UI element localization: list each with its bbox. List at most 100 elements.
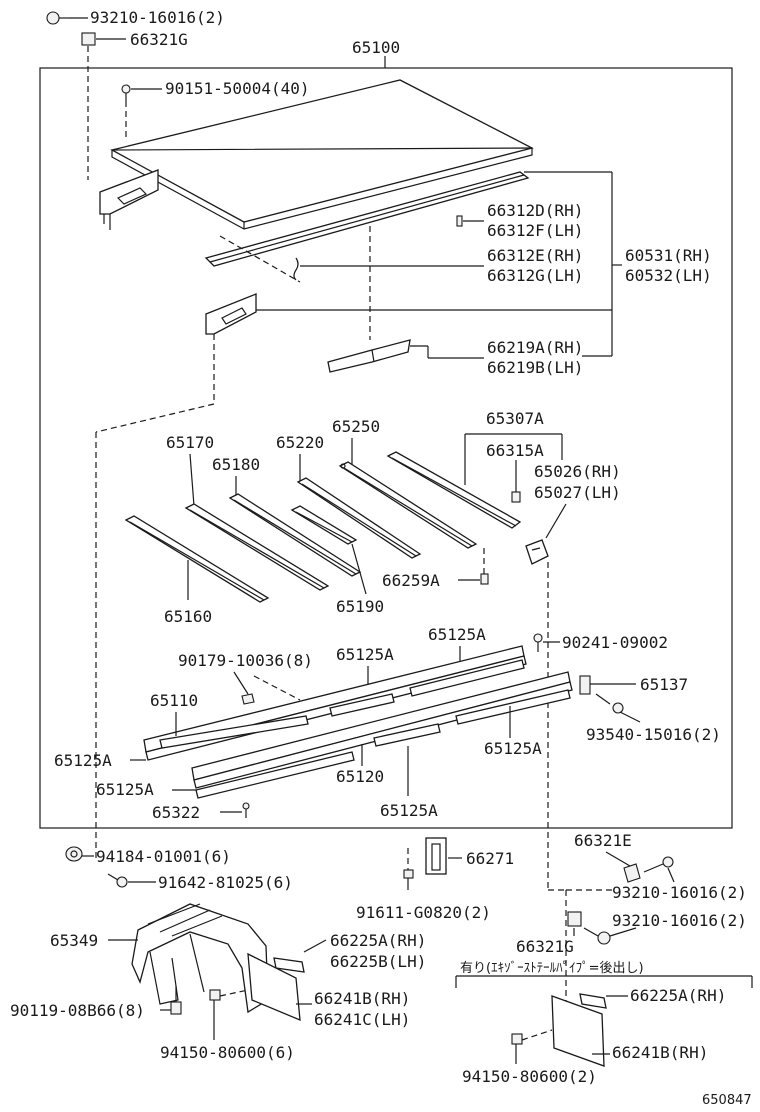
bracket-66219A bbox=[327, 339, 411, 373]
pad-lower-right bbox=[455, 689, 571, 725]
label-90119-08B66: 90119-08B66(8) bbox=[10, 1001, 145, 1020]
label-65125A-1: 65125A bbox=[428, 625, 486, 644]
pad-lower-left bbox=[195, 751, 355, 799]
label-66321G-low: 66321G bbox=[516, 937, 574, 956]
grommet-94184 bbox=[65, 846, 83, 862]
nut-94150-6 bbox=[209, 989, 221, 1001]
label-91642-81025: 91642-81025(6) bbox=[158, 873, 293, 892]
label-90179-10036: 90179-10036(8) bbox=[178, 651, 313, 670]
mud-flap-66241B bbox=[247, 952, 301, 1022]
clip-66315A bbox=[511, 491, 521, 503]
cross-member-65170 bbox=[184, 503, 330, 591]
label-66241C: 66241C(LH) bbox=[314, 1010, 410, 1029]
label-66312D: 66312D(RH) bbox=[487, 201, 583, 220]
label-66259A: 66259A bbox=[382, 571, 440, 590]
side-rail-60531 bbox=[204, 171, 530, 267]
label-66225A-2: 66225A(RH) bbox=[630, 986, 726, 1005]
cross-member-65307A bbox=[386, 451, 522, 529]
corner-bracket-lower bbox=[205, 293, 257, 335]
label-66225B: 66225B(LH) bbox=[330, 952, 426, 971]
nut-90179 bbox=[241, 693, 255, 705]
label-66321G-top: 66321G bbox=[130, 30, 188, 49]
label-66271: 66271 bbox=[466, 849, 514, 868]
label-65110: 65110 bbox=[150, 691, 198, 710]
label-66219A: 66219A(RH) bbox=[487, 338, 583, 357]
mudguard-65349 bbox=[131, 903, 269, 1014]
label-65307A: 65307A bbox=[486, 409, 544, 428]
clip-66312D bbox=[456, 215, 463, 227]
label-65125A-2: 65125A bbox=[336, 645, 394, 664]
assembly-frame bbox=[39, 67, 733, 829]
label-66225A-1: 66225A(RH) bbox=[330, 931, 426, 950]
label-65220: 65220 bbox=[276, 433, 324, 452]
screw-91642 bbox=[107, 873, 128, 888]
nut-66321G-top bbox=[81, 32, 96, 46]
label-65120: 65120 bbox=[336, 767, 384, 786]
pad-upper-mid bbox=[329, 693, 395, 717]
label-94184-01001: 94184-01001(6) bbox=[96, 847, 231, 866]
cross-member-65250 bbox=[338, 461, 478, 549]
label-90241-09002: 90241-09002 bbox=[562, 633, 668, 652]
label-65170: 65170 bbox=[166, 433, 214, 452]
label-65322: 65322 bbox=[152, 803, 200, 822]
nut-66321E bbox=[623, 863, 641, 883]
label-60531: 60531(RH) bbox=[625, 246, 712, 265]
label-93210-16016-mid: 93210-16016(2) bbox=[612, 883, 747, 902]
corner-bracket-upper bbox=[99, 169, 159, 230]
nut-66321G-low bbox=[567, 911, 582, 927]
label-65100: 65100 bbox=[352, 38, 400, 57]
label-65349: 65349 bbox=[50, 931, 98, 950]
nut-94150-2 bbox=[511, 1033, 523, 1045]
figure-id: 650847 bbox=[702, 1093, 752, 1108]
mud-flap-66241B-variant bbox=[551, 995, 605, 1067]
label-94150-80600-6: 94150-80600(6) bbox=[160, 1043, 295, 1062]
label-91611-G0820: 91611-G0820(2) bbox=[356, 903, 491, 922]
screw-90241 bbox=[533, 633, 543, 652]
cross-member-65220 bbox=[296, 477, 422, 559]
label-66312F: 66312F(LH) bbox=[487, 221, 583, 240]
label-65137: 65137 bbox=[640, 675, 688, 694]
label-65160: 65160 bbox=[164, 607, 212, 626]
bolt-93210-mid bbox=[643, 856, 674, 873]
bolt-93540 bbox=[595, 693, 624, 714]
label-93210-16016-low: 93210-16016(2) bbox=[612, 911, 747, 930]
deck-panel bbox=[110, 79, 534, 223]
bolt-91611 bbox=[403, 848, 414, 890]
label-90151-50004: 90151-50004(40) bbox=[165, 79, 310, 98]
label-65190: 65190 bbox=[336, 597, 384, 616]
label-66241B-1: 66241B(RH) bbox=[314, 989, 410, 1008]
bracket-65026 bbox=[525, 539, 549, 565]
bracket-66225A bbox=[273, 957, 305, 973]
label-66241B-2: 66241B(RH) bbox=[612, 1043, 708, 1062]
label-93210-16016-top: 93210-16016(2) bbox=[90, 8, 225, 27]
bolt-93210-top bbox=[46, 11, 70, 25]
label-94150-80600-2: 94150-80600(2) bbox=[462, 1067, 597, 1086]
label-65125A-6: 65125A bbox=[380, 801, 438, 820]
label-60532: 60532(LH) bbox=[625, 266, 712, 285]
label-65180: 65180 bbox=[212, 455, 260, 474]
bolt-90119 bbox=[170, 986, 182, 1015]
label-65027: 65027(LH) bbox=[534, 483, 621, 502]
label-65125A-3: 65125A bbox=[54, 751, 112, 770]
clip-66259A bbox=[480, 573, 489, 585]
bolt-93210-low bbox=[583, 927, 611, 945]
label-65125A-4: 65125A bbox=[484, 739, 542, 758]
spacer-66271 bbox=[425, 837, 447, 875]
clip-65322 bbox=[242, 802, 250, 818]
label-66315A: 66315A bbox=[486, 441, 544, 460]
pad-lower-mid bbox=[373, 723, 441, 747]
label-65125A-5: 65125A bbox=[96, 780, 154, 799]
bracket-66225A-variant bbox=[579, 993, 607, 1009]
note-exhaust-variant: 有り(ｴｷｿﾞｰｽﾄﾃｰﾙﾊﾟｲﾌﾟ=後出し) bbox=[460, 961, 644, 976]
label-66321E: 66321E bbox=[574, 831, 632, 850]
label-66219B: 66219B(LH) bbox=[487, 358, 583, 377]
label-66312E: 66312E(RH) bbox=[487, 246, 583, 265]
pad-upper-right bbox=[409, 659, 525, 697]
clip-66312E bbox=[293, 257, 299, 281]
cross-member-65160 bbox=[124, 515, 270, 603]
bracket-65137 bbox=[579, 675, 591, 695]
label-65250: 65250 bbox=[332, 417, 380, 436]
sill-65120 bbox=[191, 671, 573, 789]
pad-upper-left bbox=[159, 715, 309, 749]
